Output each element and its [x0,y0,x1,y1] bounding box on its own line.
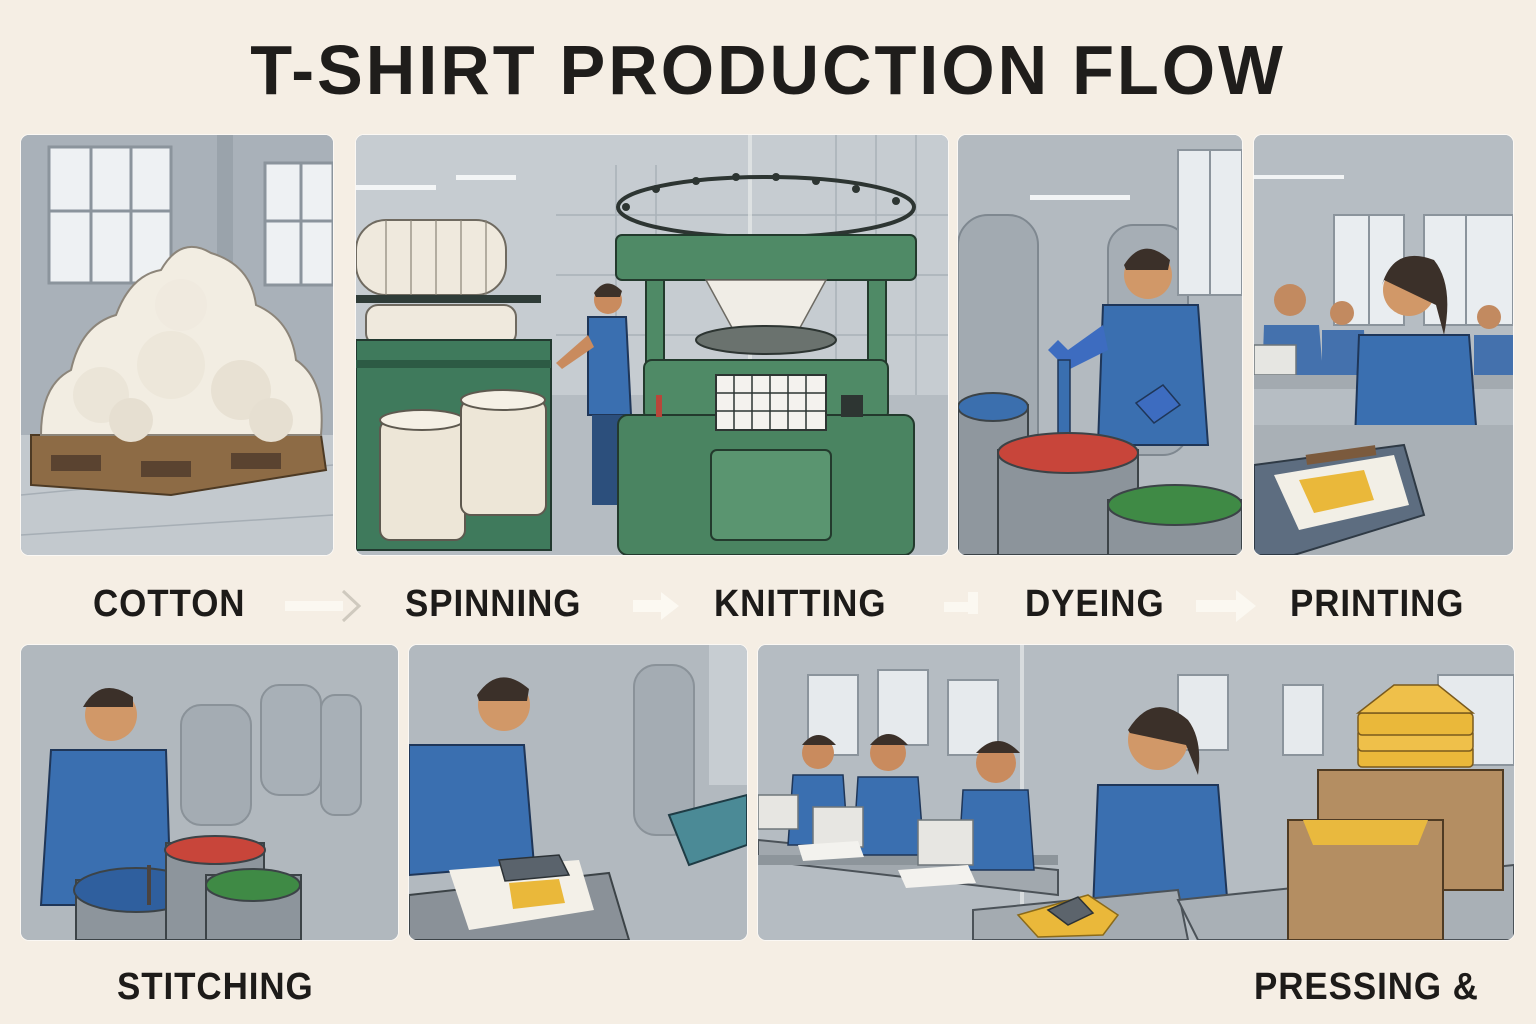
panel-spinning-knitting [356,135,948,555]
printing-illustration [1254,135,1513,555]
step-label-printing: PRINTING [1290,583,1465,625]
step-label-knitting: KNITTING [714,583,887,625]
panel-stitching [21,645,398,940]
panel-dyeing [958,135,1242,555]
screen-print-illustration [409,645,747,940]
right-arrow-icon [944,588,988,624]
step-label-cotton: COTTON [93,583,246,625]
spinning-knitting-illustration [356,135,948,555]
dyeing-illustration [958,135,1242,555]
panel-screen-print [409,645,747,940]
panel-cotton [21,135,333,555]
step-label-spinning: SPINNING [405,583,582,625]
panel-printing [1254,135,1513,555]
right-arrow-icon [1196,588,1260,624]
panel-sewing-pressing [758,645,1514,940]
cotton-illustration [21,135,333,555]
step-label-pressing: PRESSING & [1254,966,1479,1008]
step-label-stitching: STITCHING [117,966,314,1008]
step-label-dyeing: DYEING [1025,583,1165,625]
sewing-pressing-illustration [758,645,1514,940]
right-arrow-icon [285,588,365,624]
right-arrow-icon [633,588,683,624]
page-title: T-SHIRT PRODUCTION FLOW [250,31,1286,109]
stitching-illustration [21,645,398,940]
